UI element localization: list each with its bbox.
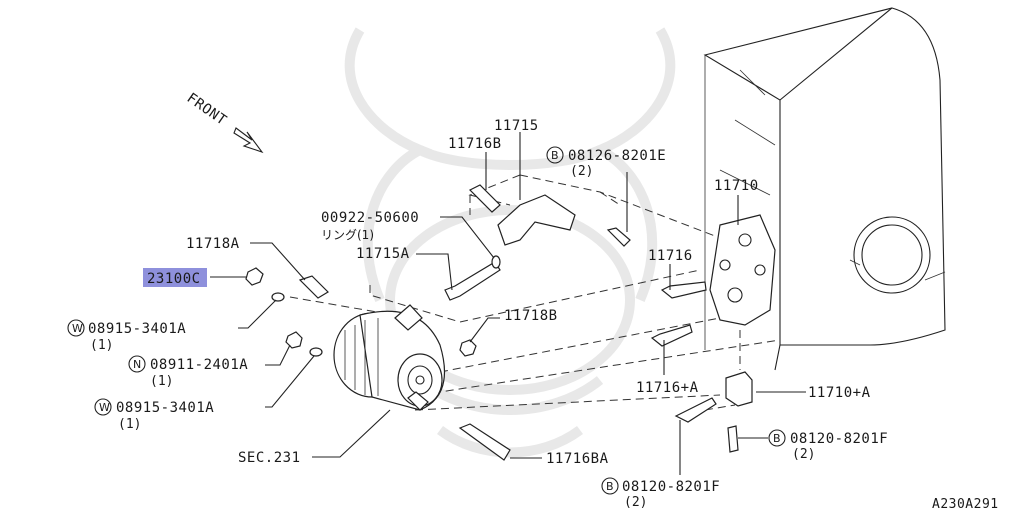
callout-11715[interactable]: 11715	[494, 118, 539, 134]
part-number: 11710	[714, 178, 759, 194]
part-number: 08915-3401A	[88, 321, 186, 337]
highlight-box	[143, 268, 207, 287]
callout-11716b[interactable]: 11716B	[448, 136, 502, 152]
callout-00922[interactable]: 00922-50600 リング(1)	[321, 210, 419, 242]
quantity: (1)	[90, 338, 113, 353]
part-number: SEC.231	[238, 450, 301, 466]
prefix-letter: B	[551, 149, 559, 162]
prefix-letter: W	[72, 322, 83, 335]
bolt-11716ba	[458, 423, 511, 461]
bolt-11718a	[298, 275, 329, 299]
diagram-code: A230A291	[932, 497, 999, 511]
callout-11716ba[interactable]: 11716BA	[546, 451, 609, 467]
callout-08911[interactable]: N 08911-2401A (1)	[128, 355, 248, 389]
front-arrow-icon	[233, 127, 264, 154]
callout-11718a[interactable]: 11718A	[186, 236, 240, 252]
nut-11718b	[459, 339, 477, 357]
quantity: (1)	[118, 417, 141, 432]
bolt-11715a	[444, 261, 501, 301]
bolt-prefix-icon	[768, 429, 786, 447]
washer-upper	[271, 292, 285, 302]
callout-sec-231[interactable]: SEC.231	[238, 450, 301, 466]
engine-pulley	[853, 216, 931, 294]
part-number: 23100C	[147, 271, 201, 287]
quantity: (2)	[570, 164, 593, 179]
part-number: 11715A	[356, 246, 410, 262]
callout-08120-bottom[interactable]: B 08120-8201F (2)	[601, 477, 720, 510]
callout-11718b[interactable]: 11718B	[504, 308, 558, 324]
bolt-08120-upper	[727, 425, 739, 453]
part-number: 08120-8201F	[790, 431, 888, 447]
prefix-letter: W	[99, 401, 110, 414]
callout-11715a[interactable]: 11715A	[356, 246, 410, 262]
quantity: (2)	[792, 447, 815, 462]
callout-08915-upper[interactable]: W 08915-3401A (1)	[67, 319, 186, 353]
ring-00922	[491, 255, 501, 269]
washer-prefix-icon	[94, 398, 112, 416]
callout-08120-right[interactable]: B 08120-8201F (2)	[768, 429, 888, 462]
prefix-letter: B	[773, 432, 781, 445]
leader-lines	[210, 132, 806, 475]
bolt-08120-lower	[674, 397, 717, 423]
callout-08915-lower[interactable]: W 08915-3401A (1)	[94, 398, 214, 432]
bracket-11715	[497, 194, 576, 246]
callout-11716-a[interactable]: 11716+A	[636, 380, 699, 396]
callout-23100c[interactable]: 23100C	[143, 268, 207, 287]
prefix-letter: B	[606, 480, 614, 493]
washer-lower	[309, 347, 323, 357]
part-number: 11718B	[504, 308, 558, 324]
nut-prefix-icon	[128, 355, 146, 373]
part-number: 11716	[648, 248, 693, 264]
callout-08126[interactable]: B 08126-8201E (2)	[546, 146, 666, 179]
part-number: 08120-8201F	[622, 479, 720, 495]
bracket-11710	[709, 214, 776, 326]
part-number: 11716+A	[636, 380, 699, 396]
front-label: FRONT	[184, 90, 230, 129]
alternator	[333, 304, 446, 411]
prefix-letter: N	[133, 358, 141, 371]
nut-08911	[285, 331, 303, 349]
part-number: 08911-2401A	[150, 357, 248, 373]
part-subtitle: リング(1)	[321, 228, 374, 242]
callout-11716[interactable]: 11716	[648, 248, 693, 264]
part-number: 08915-3401A	[116, 400, 214, 416]
part-number: 11715	[494, 118, 539, 134]
bracket-11710-a	[725, 371, 753, 407]
washer-prefix-icon	[67, 319, 85, 337]
hardware	[245, 184, 739, 461]
callout-11710[interactable]: 11710	[714, 178, 759, 194]
bolt-11716b	[468, 184, 501, 213]
front-indicator: FRONT	[184, 90, 264, 154]
bolt-11716	[660, 281, 707, 299]
bolt-11716-a	[650, 324, 693, 347]
part-number: 11716B	[448, 136, 502, 152]
engine-block	[703, 7, 946, 371]
quantity: (1)	[150, 374, 173, 389]
part-number: 11718A	[186, 236, 240, 252]
quantity: (2)	[624, 495, 647, 510]
bolt-08126	[606, 227, 631, 247]
part-number: 11716BA	[546, 451, 609, 467]
bolt-prefix-icon	[546, 146, 564, 164]
brackets	[497, 194, 776, 407]
part-number: 00922-50600	[321, 210, 419, 226]
nut-23100c	[245, 267, 264, 286]
callout-11710-a[interactable]: 11710+A	[808, 385, 871, 401]
part-number: 11710+A	[808, 385, 871, 401]
part-number: 08126-8201E	[568, 148, 666, 164]
bolt-prefix-icon	[601, 477, 619, 495]
